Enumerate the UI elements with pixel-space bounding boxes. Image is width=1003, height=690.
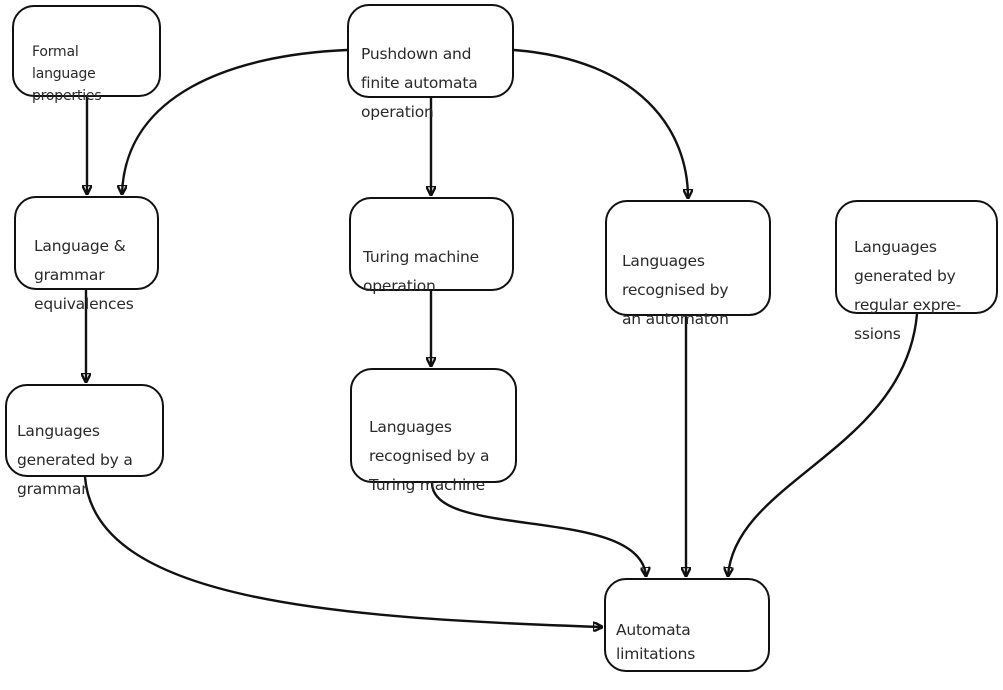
node-languages-recognised-by-turing-machine: Languages recognised by a Turing machine <box>350 368 517 494</box>
node-label: Automata limitations <box>616 621 696 663</box>
node-formal-language-properties: Formal language properties <box>12 5 161 104</box>
node-label: Pushdown and finite automata operation <box>361 45 478 121</box>
node-label: Languages generated by regular expre- ss… <box>854 238 961 343</box>
edges-layer <box>0 48 919 676</box>
edge-pushdown-fa-op-to-lang-rec-automaton <box>513 48 688 198</box>
edge-pushdown-fa-op-to-lang-grammar-equiv <box>122 48 348 194</box>
node-label: Languages recognised by an automaton <box>622 252 729 328</box>
node-pushdown-finite-automata-operation: Pushdown and finite automata operation <box>347 4 514 121</box>
edge-lang-gen-grammar-to-automata-limits <box>83 476 602 627</box>
node-languages-generated-by-grammar: Languages generated by a grammar <box>5 384 164 498</box>
node-language-grammar-equivalences: Language & grammar equivalences <box>14 196 159 313</box>
node-automata-limitations: Automata limitations <box>604 578 770 672</box>
node-label: Languages recognised by a Turing machine <box>369 418 490 494</box>
node-languages-recognised-by-automaton: Languages recognised by an automaton <box>605 200 771 328</box>
node-turing-machine-operation: Turing machine operation <box>349 197 514 295</box>
node-languages-generated-by-regex: Languages generated by regular expre- ss… <box>835 200 998 343</box>
node-label: Turing machine operation <box>363 248 480 295</box>
diagram-canvas: Formal language properties Pushdown and … <box>0 4 998 676</box>
node-label: Formal language properties <box>32 44 102 104</box>
edge-lang-rec-turing-to-automata-limits <box>430 482 646 576</box>
node-label: Language & grammar equivalences <box>34 237 134 313</box>
node-label: Languages generated by a grammar <box>17 422 133 498</box>
edge-lang-gen-regex-to-automata-limits <box>728 313 919 576</box>
